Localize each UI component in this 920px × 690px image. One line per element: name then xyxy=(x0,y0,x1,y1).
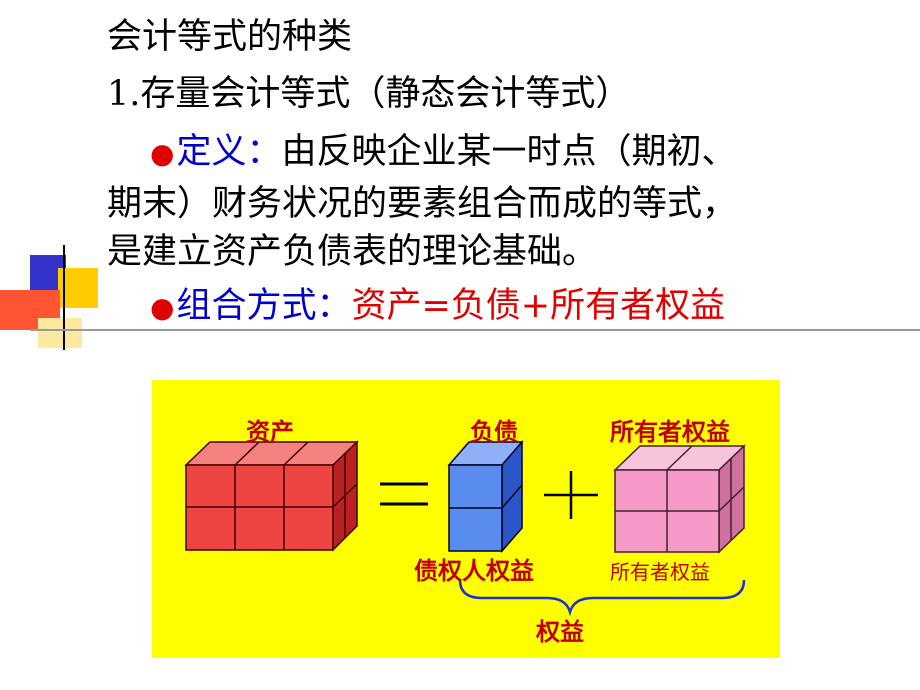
definition-text-3: 是建立资产负债表的理论基础。 xyxy=(107,232,598,272)
definition-text-1: 由反映企业某一时点（期初、 xyxy=(281,132,737,172)
slide-title: 会计等式的种类 xyxy=(107,17,353,57)
slide-decoration xyxy=(0,245,920,350)
subtitle: 1.存量会计等式（静态会计等式） xyxy=(107,70,630,118)
bullet-composition: ●组合方式：资产=负债+所有者权益 xyxy=(150,282,725,332)
label-creditor-equity: 债权人权益 xyxy=(414,557,534,585)
bullet-dot-icon: ● xyxy=(150,137,175,170)
plus-sign xyxy=(544,471,598,519)
composition-label: 组合方式： xyxy=(176,286,352,326)
equity-block xyxy=(613,444,746,554)
definition-label: 定义： xyxy=(176,132,282,172)
definition-text-2: 期末）财务状况的要素组合而成的等式， xyxy=(107,184,738,224)
bullet-definition: ●定义：由反映企业某一时点（期初、 xyxy=(150,128,736,178)
liabilities-block xyxy=(447,439,524,554)
subtitle-text: 存量会计等式（静态会计等式） xyxy=(140,74,631,114)
label-equity: 所有者权益 xyxy=(610,418,730,446)
equals-sign xyxy=(380,482,428,506)
label-total-equity: 权益 xyxy=(536,618,584,646)
bullet-dot-icon: ● xyxy=(150,291,175,324)
subtitle-number: 1. xyxy=(107,74,141,114)
equity-brace xyxy=(458,579,746,617)
equation-figure: 资产 负债 所有者权益 债权人权益 所有者权益 权益 xyxy=(152,380,780,658)
label-assets: 资产 xyxy=(246,418,294,446)
deco-light-square xyxy=(38,318,82,348)
equation-diagram xyxy=(184,439,746,617)
label-liabilities: 负债 xyxy=(470,418,518,446)
composition-formula: 资产=负债+所有者权益 xyxy=(351,286,726,326)
label-owner-equity: 所有者权益 xyxy=(610,560,710,584)
assets-block xyxy=(184,440,359,552)
